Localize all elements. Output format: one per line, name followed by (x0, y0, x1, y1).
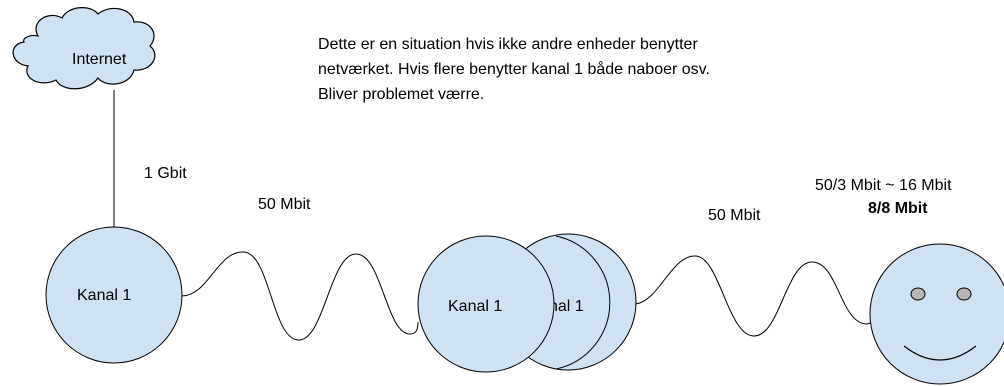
router-node-front: Kanal 1 (417, 235, 555, 373)
wireless-link-left (181, 251, 419, 341)
router-label-front: Kanal 1 (448, 298, 502, 315)
client-speed-label: 50/3 Mbit ~ 16 Mbit (815, 177, 952, 194)
router-circle-front (417, 235, 555, 373)
note-line-3: Bliver problemet værre. (318, 86, 484, 103)
internet-cloud: Internet (12, 7, 156, 90)
note-line-1: Dette er en situation hvis ikke andre en… (318, 36, 698, 53)
cloud-icon (12, 7, 156, 90)
internet-label: Internet (72, 51, 127, 68)
router-node-left: Kanal 1 (45, 226, 183, 364)
smiley-right-eye (956, 287, 972, 301)
wireless-link-right (635, 255, 873, 337)
smiley-face-icon (869, 243, 1004, 385)
smiley-mouth (903, 345, 977, 361)
router-label-left: Kanal 1 (77, 287, 131, 304)
router-circle-back-edge (555, 235, 611, 370)
client-bold-label: 8/8 Mbit (868, 200, 928, 217)
wave-left-label: 50 Mbit (258, 196, 311, 213)
router-circle-left (45, 226, 183, 364)
wave-right-label: 50 Mbit (708, 207, 761, 224)
note-line-2: netværket. Hvis flere benytter kanal 1 b… (318, 60, 710, 78)
note-text: Dette er en situation hvis ikke andre en… (318, 36, 710, 103)
smiley-left-eye (910, 287, 926, 301)
smiley-head (869, 243, 1004, 385)
router-label-back: nal 1 (549, 298, 584, 315)
uplink-label: 1 Gbit (144, 165, 187, 182)
